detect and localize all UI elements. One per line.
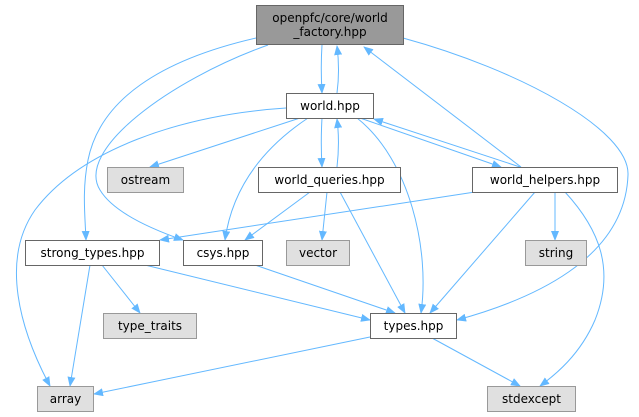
node-stdexcept: stdexcept: [487, 386, 576, 412]
node-csys-hpp[interactable]: csys.hpp: [183, 240, 263, 266]
edge-strong_types-types: [144, 264, 371, 322]
node-label: _factory.hpp: [293, 25, 367, 39]
node-label: string: [538, 246, 574, 260]
edge-world-types: [356, 117, 427, 314]
node-label: csys.hpp: [196, 246, 250, 260]
edge-world-ostream: [149, 117, 301, 169]
edge-world-array: [16, 107, 287, 387]
edge-world_helpers-factory: [363, 46, 522, 168]
edge-factory-world: [317, 44, 326, 94]
node-label: stdexcept: [502, 392, 561, 406]
edge-factory-strong_types: [81, 37, 257, 241]
edge-world_queries-csys: [244, 191, 311, 241]
node-world-factory-hpp[interactable]: openpfc/core/world _factory.hpp: [256, 5, 404, 45]
node-vector: vector: [286, 240, 350, 266]
edge-csys-types: [254, 264, 396, 314]
edge-types-stdexcept: [431, 337, 521, 387]
edge-factory-types: [402, 37, 629, 322]
edge-world-csys: [222, 117, 309, 241]
node-world-hpp[interactable]: world.hpp: [286, 93, 374, 119]
edge-world_queries-world: [334, 118, 343, 168]
node-string: string: [525, 240, 587, 266]
node-label: world_queries.hpp: [274, 173, 385, 187]
edge-world_helpers-types: [429, 191, 536, 314]
node-label: openpfc/core/world: [272, 11, 388, 25]
node-label: world_helpers.hpp: [489, 173, 601, 187]
node-label: ostream: [120, 173, 171, 187]
node-world-queries-hpp[interactable]: world_queries.hpp: [258, 167, 401, 193]
node-array: array: [37, 386, 94, 412]
edge-world_queries-vector: [318, 191, 328, 241]
edge-world_helpers-world: [373, 118, 521, 168]
edge-world-world_queries: [317, 117, 326, 168]
node-label: array: [49, 392, 82, 406]
node-label: type_traits: [117, 319, 183, 333]
edge-strong_types-array: [67, 264, 91, 387]
node-strong-types-hpp[interactable]: strong_types.hpp: [25, 240, 160, 266]
edge-types-array: [93, 336, 371, 397]
edge-world-factory: [334, 45, 343, 94]
node-label: strong_types.hpp: [40, 246, 145, 260]
node-label: vector: [298, 246, 338, 260]
edge-world_helpers-strong_types: [159, 191, 476, 243]
edge-world_queries-types: [339, 191, 406, 314]
edge-world-world_helpers: [359, 117, 502, 168]
edge-world_helpers-stdexcept: [539, 191, 605, 387]
edge-strong_types-type_traits: [101, 264, 141, 314]
node-ostream: ostream: [107, 167, 184, 193]
node-label: types.hpp: [383, 319, 444, 333]
node-world-helpers-hpp[interactable]: world_helpers.hpp: [472, 167, 618, 193]
node-label: world.hpp: [300, 99, 360, 113]
edge-factory-csys: [95, 44, 269, 241]
node-type-traits: type_traits: [103, 313, 197, 339]
node-types-hpp[interactable]: types.hpp: [370, 313, 457, 339]
